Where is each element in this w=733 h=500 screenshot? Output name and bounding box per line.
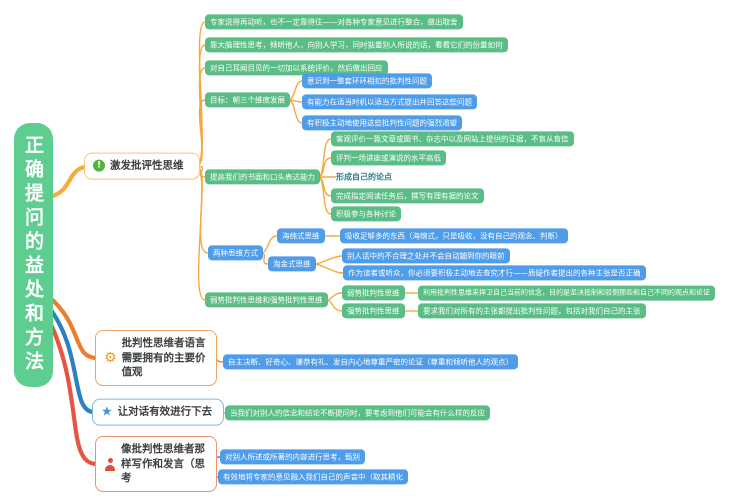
- node-improve-expression[interactable]: 提高我们的书面和口头表达能力: [205, 169, 320, 185]
- node-integrate-expert-opinions[interactable]: 有效地将专家的意见融入我们自己的声音中（取其精化: [218, 469, 408, 485]
- node-gold-flaws-not-obvious[interactable]: 别人话中的不合理之处并不会自动蹦到你的眼前: [342, 248, 510, 264]
- node-sponge-thinking[interactable]: 海绵式思维: [277, 228, 325, 244]
- node-participate-discussion[interactable]: 积极参与各种讨论: [331, 206, 401, 222]
- node-consider-reactions[interactable]: 当我们对别人的信念和结论不断提问时，要考虑到他们可能会有什么样的反应: [225, 405, 490, 421]
- branch-critical-thinker-values[interactable]: ⚙ 批判性思维者语言需要拥有的主要价值观: [95, 329, 217, 387]
- node-sponge-absorb[interactable]: 吸收足够多的东西（海绵式，只是吸收，没有自己的观念、判断）: [340, 228, 568, 244]
- node-systematic-evaluation[interactable]: 对自己耳闻目见的一切加以系统评价，然后做出回应: [205, 60, 388, 76]
- person-icon: [104, 457, 116, 471]
- node-think-screen-content[interactable]: 对别人所述或所著的内容进行思考，甄别: [220, 449, 365, 465]
- node-goal-ability-ask[interactable]: 有能力在适当时机以适当方式提出并回答这些问题: [302, 94, 477, 110]
- root-edges: [43, 163, 100, 467]
- node-goal-aware-questions[interactable]: 意识到一整套环环相扣的批判性问题: [302, 73, 432, 89]
- node-weak-critical[interactable]: 弱势批判性思维: [342, 285, 405, 301]
- star-icon: ★: [101, 404, 113, 420]
- node-two-thinking-modes[interactable]: 两种思维方式: [208, 245, 263, 261]
- node-gold-active-inquiry[interactable]: 作为读者或听众，你必须要积极主动地去查究才行——质疑作者提出的各种主张是否正确: [343, 265, 646, 281]
- gear-icon: ⚙: [104, 350, 117, 366]
- exclamation-circle-icon: !: [93, 160, 105, 172]
- node-evaluate-evidence[interactable]: 客观评价一篇文章或图书、杂志中以及网站上提供的证据，不盲从盲信: [331, 131, 574, 147]
- branch-stimulate-critical-thinking[interactable]: ! 激发批评性思维: [84, 152, 200, 180]
- node-strong-critical[interactable]: 强势批判性思维: [342, 303, 405, 319]
- branch-label: 让对话有效进行下去: [117, 405, 213, 418]
- node-goal-three-dimensions[interactable]: 目标：朝三个维度发展: [205, 92, 290, 108]
- branch-label: 批判性思维者语言需要拥有的主要价值观: [121, 336, 206, 379]
- branch-keep-dialogue-going[interactable]: ★ 让对话有效进行下去: [92, 398, 224, 426]
- root-topic[interactable]: 正确提问的益处和方法: [14, 123, 53, 387]
- node-gold-panning-thinking[interactable]: 淘金式思维: [268, 256, 316, 272]
- node-strong-critical-desc[interactable]: 要求我们对所有的主张都提出批判性问题，包括对我们自己的主张: [418, 303, 646, 319]
- node-write-reasoned-essay[interactable]: 完成指定阅读任务后，撰写有理有据的论文: [331, 188, 484, 204]
- node-weak-strong-critical[interactable]: 弱势批判性思维和强势批判性思维: [205, 292, 328, 308]
- branch-write-speak-like-critical-thinker[interactable]: 像批判性思维者那样写作和发言（思考: [95, 435, 217, 493]
- node-weak-critical-desc[interactable]: 利用批判性思维来捍卫自己当前的信念，目的是坚决抵制和驳倒那些和自己不同的观点和论…: [418, 285, 715, 301]
- node-goal-desire-use[interactable]: 有积极主动地使用这些批判性问题的强烈渴望: [302, 115, 462, 131]
- node-main-values[interactable]: 自主决断、好奇心、谦恭有礼、发自内心地尊重严密的论证（尊重和倾听他人的观点）: [223, 354, 518, 370]
- node-form-own-argument[interactable]: 形成自己的论点: [336, 172, 392, 182]
- branch-label: 激发批评性思维: [110, 159, 184, 172]
- node-rational-thinking[interactable]: 靠大脑理性思考，倾听他人，向别人学习，同时掂量别人所说的话，看看它们的份量如何: [205, 37, 508, 53]
- branch-label: 像批判性思维者那样写作和发言（思考: [121, 442, 205, 485]
- node-expert-opinion[interactable]: 专家说得再动听，也不一定靠得住——对各种专家意见进行整合，做出取舍: [205, 14, 463, 30]
- node-judge-lecture[interactable]: 评判一场讲座或演说的水平高低: [331, 150, 446, 166]
